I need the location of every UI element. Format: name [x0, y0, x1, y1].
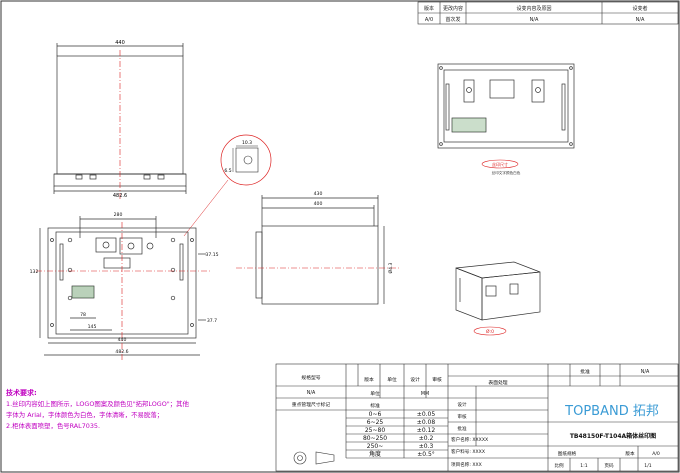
rear-display-panel: [72, 286, 94, 298]
rear-dim-440: 440: [118, 337, 127, 343]
tb-tol-label: 标准: [370, 402, 380, 409]
projection-symbol-icon: [293, 451, 335, 465]
rev-col-author: 设变者: [632, 5, 647, 12]
panel-note: 丝印文字颜色白色: [492, 170, 521, 175]
tol-range-1: 6~25: [367, 419, 384, 426]
tb-material: N/A: [641, 369, 650, 375]
tb-col-3: 审核: [432, 376, 442, 383]
tb-col-2: 设计: [410, 376, 420, 383]
tech-req-line-1: 1.丝印内容如上图所示，LOGO图案及颜色见"拓邦LOGO"；其他: [6, 400, 189, 408]
detail-dim-1: 10.3: [242, 140, 252, 146]
tol-range-5: 角度: [369, 450, 381, 458]
panel-view: [437, 63, 575, 149]
tol-range-3: 80~250: [363, 435, 387, 442]
rev-col-reason: 设变内容及原因: [516, 5, 551, 12]
tb-scale-value: 1:1: [580, 463, 587, 469]
tb-col-1: 单位: [387, 376, 397, 383]
tol-value-0: ±0.05: [417, 411, 436, 418]
tb-rev-label: 版本: [625, 450, 635, 457]
tech-req-line-2: 字体为 Arial，字体颜色为白色，字体清晰，不易脱落；: [6, 411, 164, 419]
side-view: [255, 195, 385, 305]
tb-col-0: 版本: [364, 376, 374, 383]
iso-view: [455, 261, 541, 321]
tb-scale-label: 比例: [554, 462, 564, 469]
tb-brand-logo: TOPBAND 拓邦: [564, 404, 659, 419]
rear-dim-78: 78: [80, 312, 86, 318]
tol-range-4: 250~: [367, 443, 383, 450]
iso-caption: Ø:0: [486, 328, 494, 335]
tb-field-2: 项目名称: XXX: [451, 461, 482, 468]
iso-caption-oval: [473, 326, 507, 336]
tol-value-4: ±0.3: [419, 443, 434, 450]
rear-dim-145: 145: [88, 324, 97, 330]
rear-dim-482-6: 482.6: [115, 349, 128, 355]
tb-col-approve: 批准: [457, 425, 467, 432]
rev-val-reason: N/A: [530, 17, 539, 23]
tol-range-2: 25~80: [365, 427, 385, 434]
side-dim-height: Ø4.3: [387, 262, 394, 273]
tb-drawing-label: 图纸规格: [558, 450, 577, 457]
tol-value-2: ±0.12: [417, 427, 436, 434]
rev-val-version: A/0: [425, 17, 433, 23]
rev-col-version: 版本: [424, 5, 434, 12]
rev-val-author: N/A: [636, 17, 645, 23]
tb-units-label: 单位: [370, 390, 380, 397]
tb-field-1: 客户料号: XXXX: [451, 448, 485, 455]
front-dim-top: 440: [115, 40, 125, 46]
tb-rev-value: A/0: [652, 451, 660, 457]
tech-requirements: 技术要求: 1.丝印内容如上图所示，LOGO图案及颜色见"拓邦LOGO"；其他 …: [6, 388, 251, 432]
rev-col-content: 更改内容: [443, 5, 463, 12]
rear-dim-132: 132: [30, 269, 39, 275]
panel-caption: 丝印尺寸: [492, 161, 508, 167]
detail-circle: [183, 134, 272, 237]
detail-dim-2: 6.5: [224, 168, 231, 174]
tb-col-review: 审核: [457, 413, 467, 420]
tb-col-design: 设计: [457, 401, 467, 408]
title-block: [275, 363, 679, 472]
rear-dim-37-7: 37.7: [207, 318, 217, 324]
rear-dim-37-15: 37.15: [205, 252, 218, 258]
rear-view: [39, 216, 206, 356]
tb-col-4: 批准: [580, 368, 590, 375]
front-dim-bottom: 482.6: [113, 193, 127, 199]
tb-surface: 表面处理: [488, 379, 507, 386]
tb-field-0: 客户名称: XXXXX: [451, 436, 488, 443]
tb-row-label-1: N/A: [307, 390, 316, 396]
tol-value-5: ±0.5°: [417, 451, 435, 458]
tol-value-3: ±0.2: [419, 435, 434, 442]
rear-dim-280: 280: [114, 212, 123, 218]
panel-logo-area: [452, 118, 486, 132]
tech-req-title: 技术要求:: [6, 389, 37, 397]
tb-sheet-label: 页码: [604, 462, 614, 469]
revision-block: [417, 1, 679, 25]
rev-val-content: 首次发: [445, 16, 460, 23]
tb-part-name: TB48150F-T104A箱体丝印图: [570, 432, 656, 440]
tb-units-value: MM: [421, 391, 429, 397]
tol-range-0: 0~6: [369, 411, 382, 418]
side-dim-400: 400: [314, 201, 323, 207]
tb-row-label-2: 重点管理尺寸标记: [292, 401, 331, 408]
side-dim-430: 430: [314, 191, 323, 197]
tech-req-line-3: 2.柜体表面喷塑，色号RAL7035.: [6, 422, 101, 430]
tb-row-label-0: 规格型号: [301, 374, 320, 381]
tb-sheet-value: 1/1: [644, 463, 651, 469]
tol-value-1: ±0.08: [417, 419, 436, 426]
panel-caption-oval: [481, 159, 519, 169]
